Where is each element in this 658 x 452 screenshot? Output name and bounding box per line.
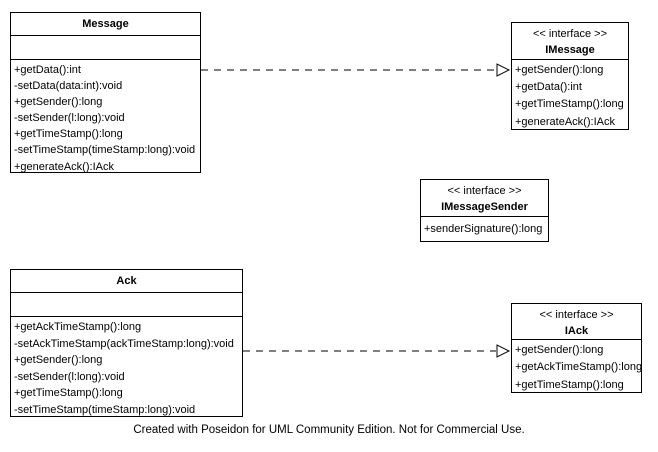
methods-compartment-iack: +getSender():long +getAckTimeStamp():lon… [512,339,641,394]
method-item: +getAckTimeStamp():long [515,361,641,374]
methods-compartment-ack: +getAckTimeStamp():long -setAckTimeStamp… [11,316,242,416]
method-item: +getTimeStamp():long [515,378,624,391]
method-item: -setSender(l:long):void [14,112,125,125]
class-box-ack[interactable]: Ack +getAckTimeStamp():long -setAckTimeS… [10,269,243,417]
methods-compartment-imessagesender: +senderSignature():long [421,216,548,243]
methods-compartment-imessage: +getSender():long +getData():int +getTim… [512,59,628,131]
poseidon-watermark: Created with Poseidon for UML Community … [133,424,525,436]
hollow-triangle-arrowhead [496,344,511,358]
class-name-ack: Ack [116,275,137,287]
method-item: +getData():int [14,64,81,76]
method-item: -setData(data:int):void [14,80,123,93]
interface-name-imessagesender: IMessageSender [441,201,528,213]
method-item: +getTimeStamp():long [14,387,123,399]
methods-compartment-message: +getData():int -setData(data:int):void +… [11,59,200,173]
method-item: -setSender(l:long):void [14,370,125,383]
method-item: +generateAck():IAck [515,115,615,128]
interface-header-iack: << interface >> IAck [512,304,641,339]
interface-name-imessage: IMessage [545,44,595,56]
interface-header-imessagesender: << interface >> IMessageSender [421,180,548,216]
method-item: +senderSignature():long [424,223,543,235]
hollow-triangle-arrowhead [496,63,511,77]
interface-name-iack: IAck [564,325,589,337]
method-item: +getSender():long [515,64,604,76]
interface-box-imessage[interactable]: << interface >> IMessage +getSender():lo… [511,22,629,130]
interface-box-iack[interactable]: << interface >> IAck +getSender():long +… [511,303,642,393]
method-item: +getTimeStamp():long [515,98,624,111]
stereotype-label: << interface >> [539,309,614,321]
attributes-compartment-ack [11,292,242,316]
method-item: +getTimeStamp():long [14,128,123,141]
method-item: +getAckTimeStamp():long [14,321,142,333]
method-item: -setTimeStamp(timeStamp:long):void [14,403,196,416]
method-item: +getSender():long [14,96,103,109]
method-item: +getSender():long [14,354,103,366]
realization-arrow-ack-iack[interactable] [243,344,511,358]
attributes-compartment-message [11,35,200,59]
method-item: +getData():int [515,81,582,94]
method-item: +generateAck():IAck [14,160,114,173]
interface-header-imessage: << interface >> IMessage [512,23,628,59]
method-item: -setAckTimeStamp(ackTimeStamp:long):void [14,337,234,350]
class-name-message: Message [82,18,129,30]
realization-arrow-message-imessage[interactable] [201,63,511,77]
stereotype-label: << interface >> [447,185,522,197]
method-item: +getSender():long [515,344,604,356]
interface-box-imessagesender[interactable]: << interface >> IMessageSender +senderSi… [420,179,549,242]
method-item: -setTimeStamp(timeStamp:long):void [14,144,196,157]
class-box-message[interactable]: Message +getData():int -setData(data:int… [10,12,201,173]
stereotype-label: << interface >> [533,28,607,40]
